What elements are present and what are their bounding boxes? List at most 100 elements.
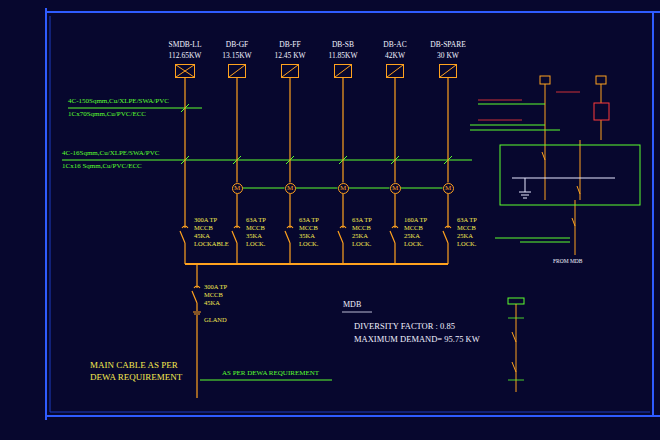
meter-letter: M xyxy=(233,184,242,193)
feeder-breaker xyxy=(232,194,240,264)
breaker-symbol xyxy=(282,65,298,77)
main-cable-note: DEWA REQUIREMENT xyxy=(90,372,182,382)
meter-circle: M xyxy=(443,183,454,194)
cable-spec: 1Cx70Sqmm,Cu/PVC/ECC xyxy=(68,110,146,118)
auxiliary-panel xyxy=(596,76,606,84)
distribution-board-box: DB-SB11.85KW xyxy=(334,64,352,78)
auxiliary-panel xyxy=(508,298,524,304)
incoming-breaker xyxy=(192,264,201,398)
breaker-rating: 25KA xyxy=(404,232,420,239)
demand-note: MAXIMUM DEMAND= 95.75 KW xyxy=(354,335,480,345)
breaker-symbol xyxy=(229,65,245,77)
auxiliary-panel xyxy=(512,177,615,178)
board-name: DB-GF xyxy=(226,41,249,50)
meter-circle: M xyxy=(338,183,349,194)
auxiliary-panel xyxy=(470,104,570,242)
distribution-board-box: DB-AC42KW xyxy=(386,64,404,78)
feeder-cable xyxy=(289,78,290,183)
gland-note: GLAND xyxy=(204,316,227,323)
cable-spec: 4C-150Sqmm,Cu/XLPE/SWA/PVC xyxy=(68,97,169,105)
breaker-rating: MCCB xyxy=(299,224,318,231)
breaker-rating: 35KA xyxy=(246,232,262,239)
feeder-cable xyxy=(342,78,343,183)
auxiliary-panel xyxy=(519,178,531,198)
sheet-frame xyxy=(46,8,660,420)
breaker-symbol xyxy=(282,65,298,77)
breaker-rating: 300A TP xyxy=(194,216,217,223)
demand-note: DIVERSITY FACTOR : 0.85 xyxy=(354,322,455,332)
board-name: SMDB-LL xyxy=(169,41,202,50)
feeder-breaker xyxy=(390,194,398,264)
breaker-symbol xyxy=(387,65,403,77)
breaker-rating: 63A TP xyxy=(352,216,372,223)
board-name: DB-FF xyxy=(279,41,300,50)
feeder-breaker xyxy=(180,78,451,264)
auxiliary-panel xyxy=(545,84,601,255)
breaker-rating: MCCB xyxy=(194,224,213,231)
cable-note: AS PER DEWA REQUIREMENT xyxy=(222,369,319,377)
breaker-symbol xyxy=(335,65,351,77)
breaker-symbol xyxy=(335,65,351,77)
breaker-rating: LOCKABLE xyxy=(194,240,229,247)
meter-circle: M xyxy=(390,183,401,194)
distribution-board-box: DB-SPARE30 KW xyxy=(439,64,457,78)
feeder-cable xyxy=(394,78,395,183)
meter-letter: M xyxy=(444,184,453,193)
breaker-rating: 63A TP xyxy=(246,216,266,223)
cable-marker-line xyxy=(200,380,332,381)
board-load: 12.45 KW xyxy=(274,52,305,61)
incoming-breaker-rating: 300A TP xyxy=(204,283,227,290)
board-name: DB-AC xyxy=(383,41,406,50)
auxiliary-panel xyxy=(540,76,550,84)
feeder-breaker xyxy=(285,194,293,264)
breaker-rating: LOCK. xyxy=(457,240,476,247)
breaker-rating: 63A TP xyxy=(457,216,477,223)
breaker-symbol xyxy=(440,65,456,77)
board-load: 30 KW xyxy=(437,52,459,61)
breaker-rating: 25KA xyxy=(352,232,368,239)
breaker-rating: 160A TP xyxy=(404,216,427,223)
distribution-board-box: DB-GF13.15KW xyxy=(228,64,246,78)
breaker-rating: 45KA xyxy=(194,232,210,239)
breaker-rating: LOCK. xyxy=(352,240,371,247)
meter-letter: M xyxy=(339,184,348,193)
board-load: 11.85KW xyxy=(328,52,357,61)
breaker-rating: LOCK. xyxy=(299,240,318,247)
breaker-rating: LOCK. xyxy=(246,240,265,247)
board-name: DB-SPARE xyxy=(430,41,466,50)
breaker-symbol xyxy=(229,65,245,77)
feeder-breaker xyxy=(338,194,346,264)
auxiliary-panel xyxy=(512,304,516,392)
title-underline xyxy=(342,312,372,313)
board-load: 42KW xyxy=(385,52,405,61)
incoming-breaker-rating: 45KA xyxy=(204,299,220,306)
auxiliary-panel xyxy=(500,145,640,205)
breaker-rating: MCCB xyxy=(246,224,265,231)
sheet-frame xyxy=(46,8,660,420)
breaker-rating: MCCB xyxy=(352,224,371,231)
distribution-board-box: SMDB-LL112.65KW xyxy=(175,64,195,78)
breaker-rating: MCCB xyxy=(457,224,476,231)
breaker-rating: MCCB xyxy=(404,224,423,231)
busbar xyxy=(185,263,448,265)
isolator-symbol xyxy=(176,65,194,77)
isolator-symbol xyxy=(176,65,194,77)
incoming-breaker xyxy=(192,264,201,398)
meter-letter: M xyxy=(391,184,400,193)
panel-title: MDB xyxy=(343,300,361,309)
cable-spec: 4C-16Sqmm,Cu/XLPE/SWA/PVC xyxy=(62,149,159,157)
distribution-board-box: DB-FF12.45 KW xyxy=(281,64,299,78)
auxiliary-panel xyxy=(542,152,580,226)
source-note: FROM MDB xyxy=(553,258,583,264)
title-underline xyxy=(342,312,372,313)
auxiliary-panel xyxy=(508,318,524,380)
feeder-cable xyxy=(236,78,237,183)
busbar xyxy=(185,263,448,265)
feeder-cable xyxy=(447,78,448,183)
breaker-rating: 25KA xyxy=(457,232,473,239)
breaker-symbol xyxy=(440,65,456,77)
main-cable-note: MAIN CABLE AS PER xyxy=(90,360,178,370)
feeder-breaker xyxy=(180,78,188,264)
incoming-breaker-rating: MCCB xyxy=(204,291,223,298)
